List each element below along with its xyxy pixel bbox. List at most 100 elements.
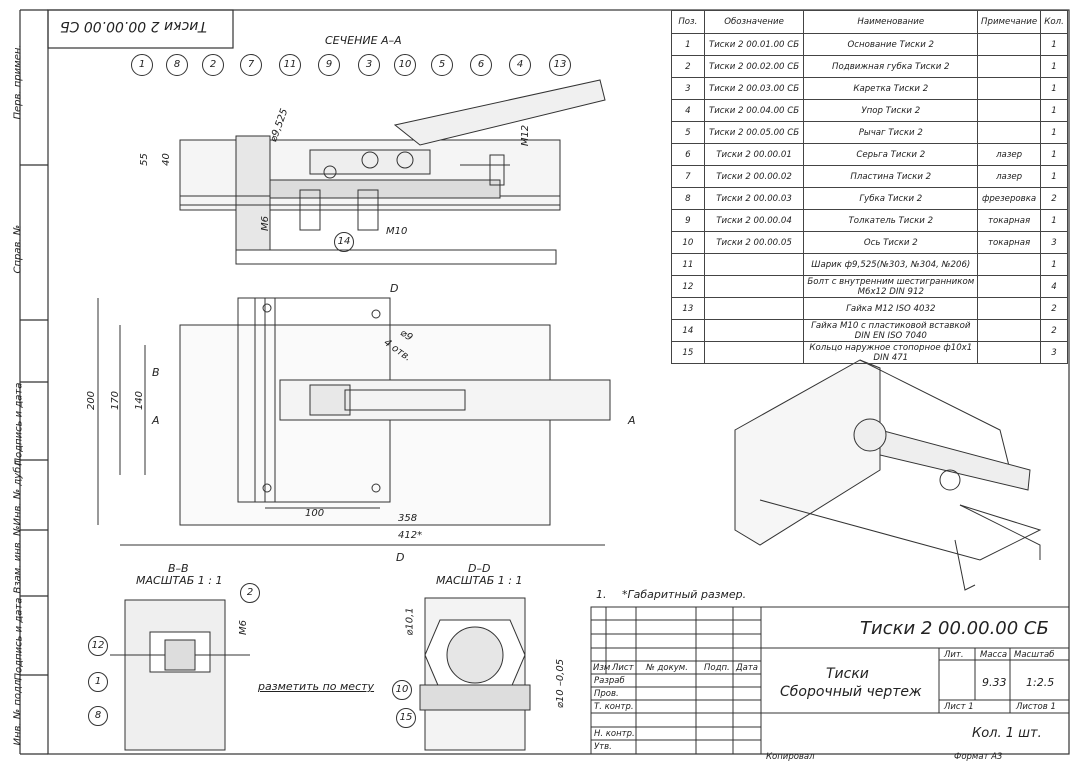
bom-row: 12 Болт с внутренним шестигранником М6х12… [671,275,1068,298]
bom-cell-qty: 1 [1040,143,1068,166]
bom-cell-pos: 2 [671,55,705,78]
bom-cell-note [977,77,1042,100]
dim-40: 40 [160,153,172,166]
bom-cell-pos: 6 [671,143,705,166]
tb-sheets: Листов 1 [1016,702,1056,712]
section-dd-view [419,597,531,751]
isometric-view [734,359,1042,591]
bom-cell-qty: 1 [1040,33,1068,56]
bom-cell-note [977,99,1042,122]
balloon-5: 5 [431,54,453,76]
bb-m6: M6 [238,620,249,635]
bom-cell-qty: 1 [1040,209,1068,232]
tb-col-data: Дата [736,663,759,673]
bom-cell-qty: 2 [1040,187,1068,210]
tb-mass-value: 9.33 [982,676,1007,689]
dim-170: 170 [110,390,122,411]
tb-name-1: Тиски [826,666,869,682]
bom-cell-note [977,297,1042,320]
bom-cell-name: Гайка М12 ISO 4032 [803,297,979,320]
dd-dim-10: ⌀10 –0,05 [555,658,567,709]
tb-format: Формат А3 [954,752,1003,762]
dim-m6: M6 [260,216,271,231]
bom-cell-pos: 11 [671,253,705,276]
bom-cell-name: Основание Тиски 2 [803,33,979,56]
bom-cell-qty: 4 [1040,275,1068,298]
bom-header-name: Наименование [803,10,979,34]
bom-cell-name: Губка Тиски 2 [803,187,979,210]
tb-mass: Масса [980,650,1008,660]
section-aa-title: СЕЧЕНИЕ А–А [325,34,402,47]
tb-col-list: Лист [612,663,634,673]
bom-cell-note [977,275,1042,298]
bom-cell-qty: 1 [1040,99,1068,122]
tb-col-doc: № докум. [646,663,688,673]
dim-100: 100 [305,508,325,519]
mark-a-right: A [628,414,636,427]
bom-cell-pos: 1 [671,33,705,56]
balloon-9: 9 [318,54,340,76]
dim-m12: M12 [520,124,532,147]
tb-copied: Копировал [766,752,815,762]
bom-header-qty: Кол. [1040,10,1068,34]
dd-title: D–D [468,562,491,575]
balloon-10: 10 [394,54,416,76]
bom-cell-pos: 13 [671,297,705,320]
bom-cell-name: Болт с внутренним шестигранником М6х12 D… [803,275,979,298]
strip-label-perv-primen: Перв. примен. [12,44,24,120]
bom-header-pos: Поз. [671,10,705,34]
dd-scale: МАСШТАБ 1 : 1 [436,574,523,587]
bom-cell-pos: 12 [671,275,705,298]
dim-412: 412* [398,530,423,541]
balloon-8: 8 [166,54,188,76]
bom-cell-qty: 1 [1040,77,1068,100]
bom-cell-designation [703,319,805,342]
tb-sheet: Лист 1 [944,702,974,712]
tb-scale-header: Масштаб [1014,650,1055,660]
bb-scale: МАСШТАБ 1 : 1 [136,574,223,587]
tb-col-podp: Подп. [704,663,730,673]
bom-cell-pos: 7 [671,165,705,188]
bom-cell-pos: 8 [671,187,705,210]
tb-row-tkontr: Т. контр. [594,702,634,712]
bom-cell-note [977,319,1042,342]
bom-cell-note: лазер [977,143,1042,166]
bom-cell-name: Кольцо наружное стопорное ф10х1 DIN 471 [803,341,979,364]
bom-cell-qty: 1 [1040,121,1068,144]
balloon-13: 13 [549,54,571,76]
plan-view [97,297,611,546]
dim-55: 55 [138,153,150,166]
bom-cell-designation [703,253,805,276]
bom-cell-designation: Тиски 2 00.05.00 СБ [703,121,805,144]
balloon-14: 14 [334,232,354,252]
mark-b-left: B [152,366,160,379]
bom-cell-name: Рычаг Тиски 2 [803,121,979,144]
bom-cell-name: Ось Тиски 2 [803,231,979,254]
bom-cell-pos: 10 [671,231,705,254]
bom-cell-designation [703,275,805,298]
bom-header-note: Примечание [977,10,1042,34]
mark-a-left: A [152,414,160,427]
mirrored-designation: Тиски 2 00.00.00 СБ [60,18,207,34]
bom-cell-designation: Тиски 2 00.02.00 СБ [703,55,805,78]
bom-cell-pos: 9 [671,209,705,232]
bom-cell-designation: Тиски 2 00.00.02 [703,165,805,188]
strip-label-podpis-2: Подпись и дата [13,597,25,681]
dim-m10: M10 [386,226,408,237]
bom-cell-note: фрезеровка [977,187,1042,210]
bom-cell-qty: 2 [1040,297,1068,320]
dim-140: 140 [134,390,146,411]
bb-balloon-12: 12 [88,636,108,656]
bom-cell-pos: 4 [671,99,705,122]
dd-balloon-10: 10 [392,680,412,700]
bom-cell-qty: 3 [1040,231,1068,254]
tb-name-2: Сборочный чертеж [780,684,922,700]
tb-row-razrab: Разраб [594,676,625,686]
tb-designation: Тиски 2 00.00.00 СБ [860,618,1049,639]
